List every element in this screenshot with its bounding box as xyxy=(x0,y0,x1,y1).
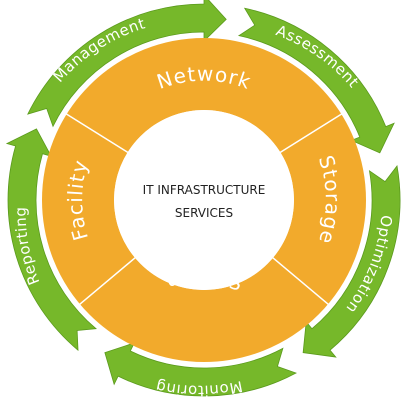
arrow-management xyxy=(27,0,227,128)
arrow-assessment xyxy=(237,7,395,154)
outer-cycle-arrows xyxy=(5,0,401,397)
arrow-monitoring xyxy=(104,342,298,397)
ring-divider xyxy=(78,256,137,306)
ring-dividers xyxy=(65,112,343,306)
cycle-label-monitoring: Monitoring xyxy=(154,377,244,400)
service-ring xyxy=(42,38,366,362)
center-title-line1: IT INFRASTRUCTURE xyxy=(143,183,266,197)
ring-divider xyxy=(279,112,343,154)
ring-divider xyxy=(271,256,330,306)
center-title-line2: SERVICES xyxy=(175,206,233,220)
ring-divider xyxy=(65,112,129,154)
center-circle xyxy=(114,110,294,290)
arrow-optimization xyxy=(302,164,401,358)
arrow-reporting xyxy=(5,128,98,352)
